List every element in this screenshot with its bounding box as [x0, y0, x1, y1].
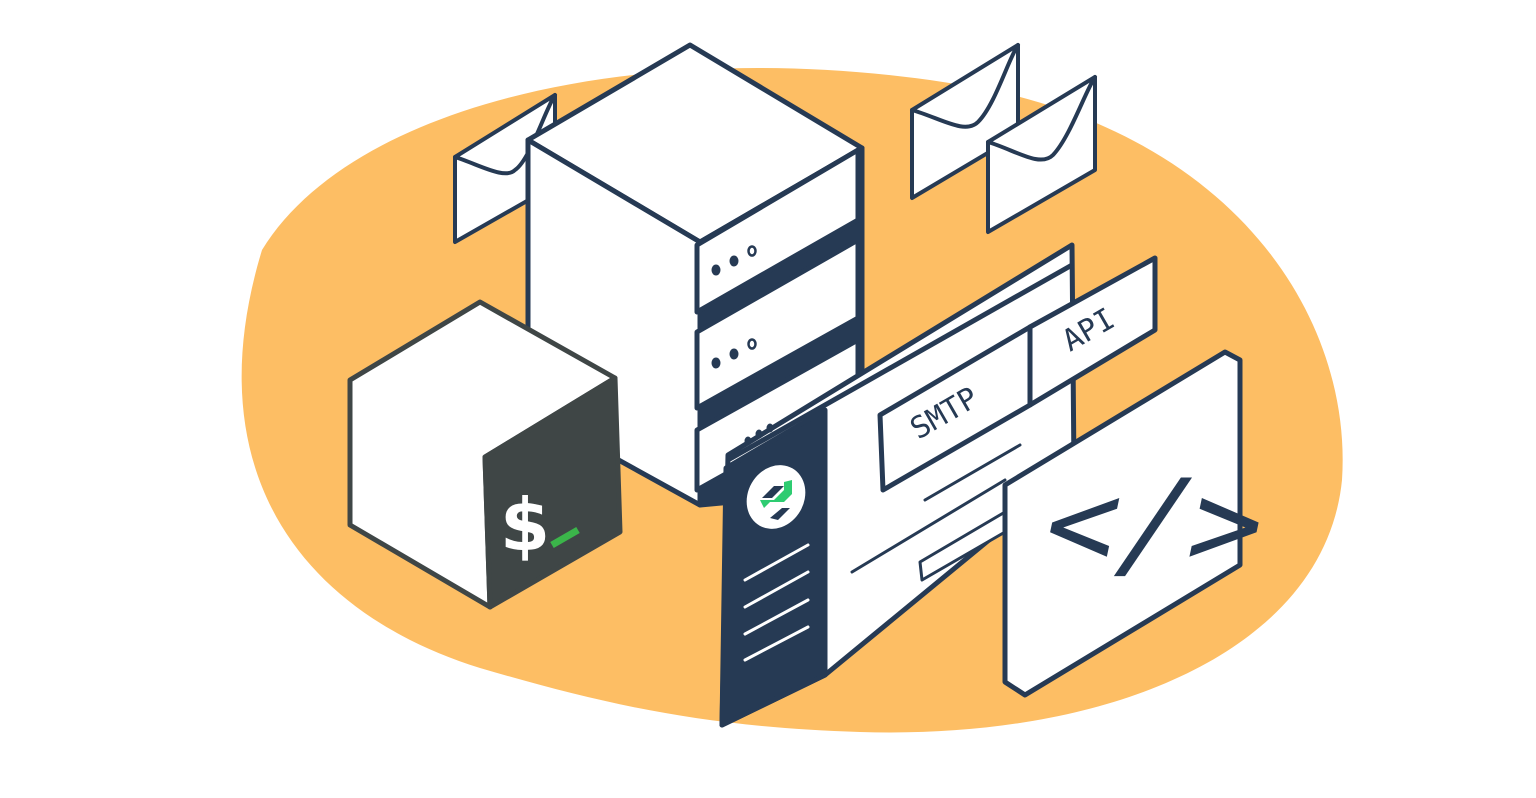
code-symbol: </> — [1032, 453, 1279, 593]
server-icon — [525, 42, 865, 508]
envelope-icon — [986, 75, 1097, 234]
terminal-icon: $ — [347, 299, 623, 610]
sidebar-menu-lines — [743, 543, 810, 662]
code-icon: </> — [1002, 349, 1279, 698]
content-line — [850, 478, 1007, 574]
terminal-cursor — [550, 526, 580, 549]
content-line — [923, 443, 1022, 502]
app-window-icon: SMTP API — [719, 242, 1158, 728]
terminal-prompt-symbol: $ — [500, 483, 550, 567]
brand-logo-icon — [746, 465, 806, 529]
tab-api[interactable]: API — [1027, 255, 1158, 408]
